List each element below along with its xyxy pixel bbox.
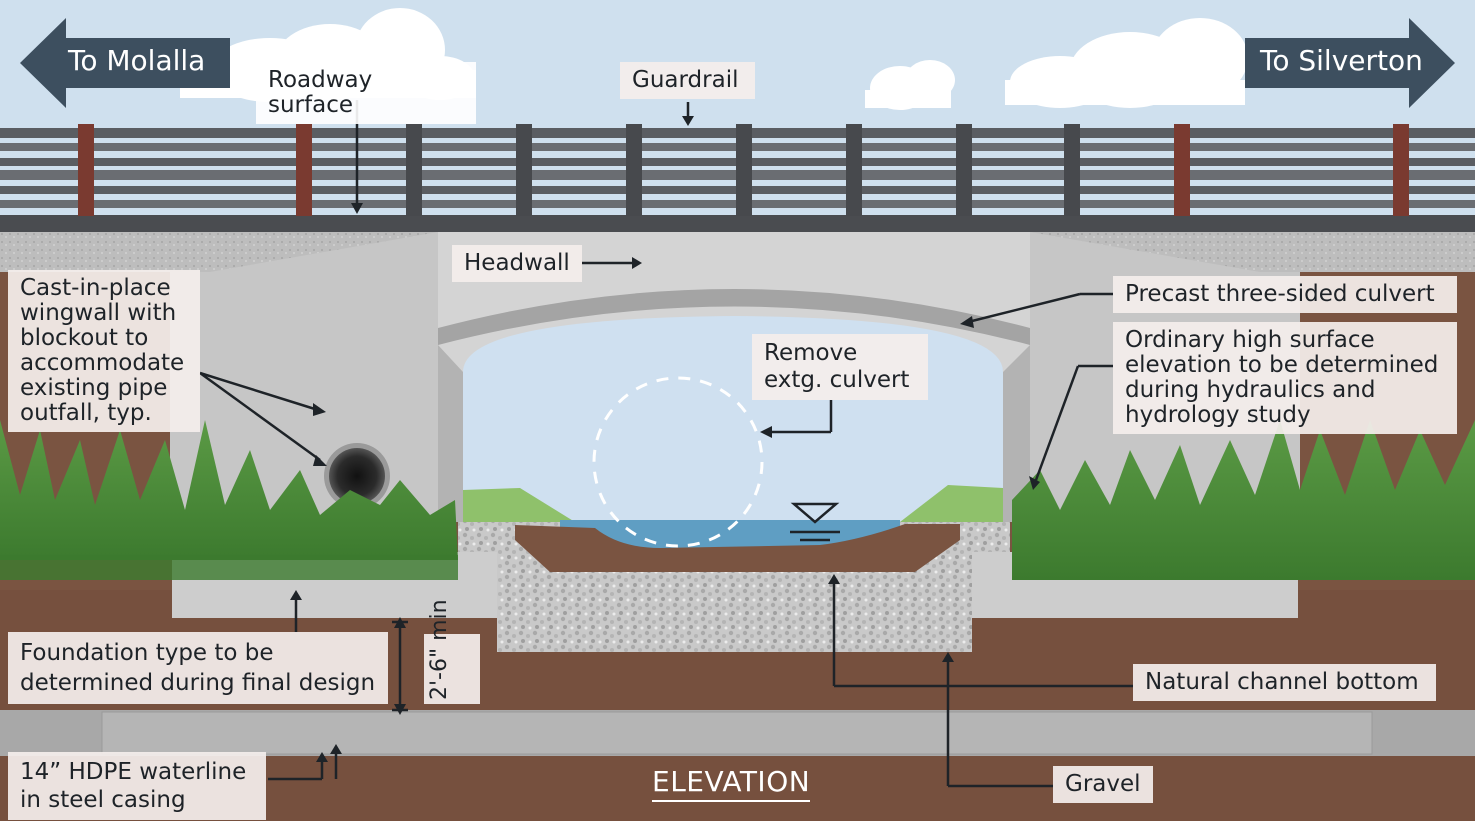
- arrow-to-molalla: [20, 18, 230, 108]
- foundation-label: Foundation type to be determined during …: [8, 632, 388, 704]
- waterline-label: 14” HDPE waterline in steel casing: [8, 752, 266, 820]
- roadway-surface-label: Roadway surface: [256, 62, 476, 124]
- channel-bottom: [515, 524, 960, 572]
- gravel-label: Gravel: [1053, 766, 1153, 803]
- wingwall-label: Cast-in-place wingwall with blockout to …: [8, 270, 200, 432]
- to-silverton-label: To Silverton: [1260, 44, 1423, 77]
- arrowheads: [290, 116, 1040, 762]
- natural-channel-label: Natural channel bottom: [1133, 664, 1436, 701]
- water-level-symbol: [790, 502, 840, 524]
- min-depth-box: 2'-6" min: [424, 599, 480, 704]
- roadway-surface: [0, 215, 1475, 232]
- remove-culvert-label: Remove extg. culvert: [752, 334, 928, 400]
- min-depth-label: 2'-6" min: [427, 599, 452, 700]
- arrow-to-silverton: [1245, 18, 1455, 108]
- hdpe-waterline: [101, 711, 1373, 755]
- culvert-arch: [438, 289, 1030, 345]
- elevation-title: ELEVATION: [652, 766, 811, 802]
- ohw-elevation-label: Ordinary high surface elevation to be de…: [1113, 322, 1457, 434]
- existing-culvert-outline: [592, 376, 764, 548]
- to-molalla-label: To Molalla: [68, 44, 206, 77]
- headwall-label: Headwall: [452, 245, 582, 282]
- grass-right: [1012, 420, 1475, 580]
- grass-left: [0, 420, 458, 580]
- pipe-outfall: [329, 448, 385, 504]
- precast-culvert-label: Precast three-sided culvert: [1113, 276, 1457, 313]
- guardrail-posts: [78, 124, 1409, 216]
- guardrail-label: Guardrail: [620, 62, 755, 99]
